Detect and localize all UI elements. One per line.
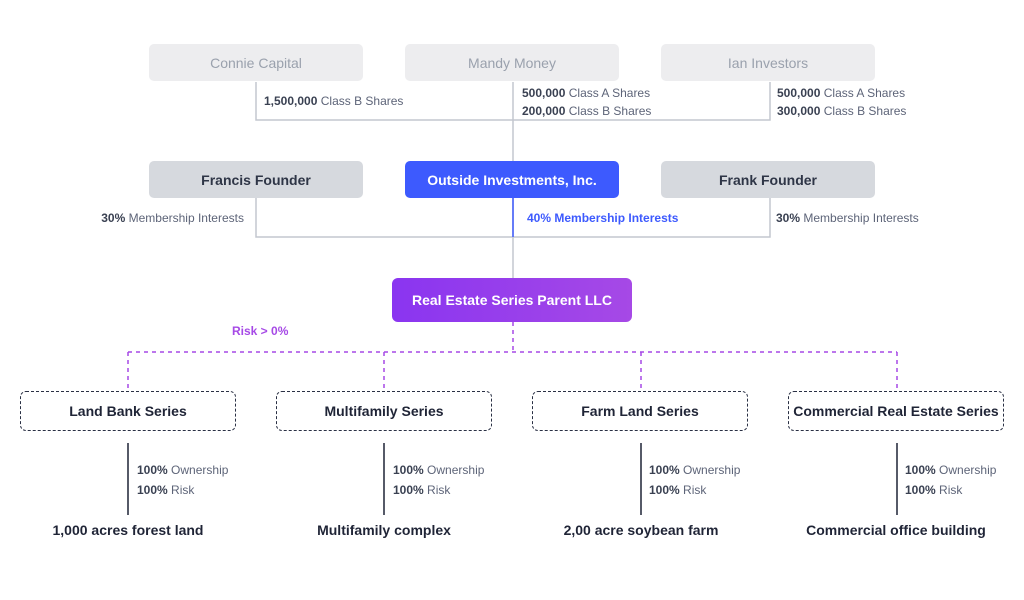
asset-multifamily: Multifamily complex: [317, 522, 451, 538]
series-stats-multifamily: 100% Ownership 100% Risk: [393, 463, 485, 497]
series-box-commercial: Commercial Real Estate Series: [788, 391, 1004, 431]
parent-llc-box: Real Estate Series Parent LLC: [392, 278, 632, 322]
connector-investors: [255, 82, 771, 162]
interest-frank: 30% Membership Interests: [776, 211, 919, 225]
series-name: Land Bank Series: [69, 403, 187, 419]
series-name: Commercial Real Estate Series: [793, 403, 999, 419]
series-name: Farm Land Series: [581, 403, 699, 419]
parent-llc-name: Real Estate Series Parent LLC: [412, 292, 612, 308]
series-stats-land-bank: 100% Ownership 100% Risk: [137, 463, 229, 497]
member-box-frank: Frank Founder: [661, 161, 875, 198]
holdings-mandy: 500,000 Class A Shares 200,000 Class B S…: [522, 86, 652, 118]
interest-francis: 30% Membership Interests: [101, 211, 244, 225]
series-box-multifamily: Multifamily Series: [276, 391, 492, 431]
asset-farm-land: 2,00 acre soybean farm: [563, 522, 719, 538]
series-stats-farm-land: 100% Ownership 100% Risk: [649, 463, 741, 497]
holdings-connie: 1,500,000 Class B Shares: [264, 94, 404, 108]
asset-land-bank: 1,000 acres forest land: [52, 522, 204, 538]
member-box-francis: Francis Founder: [149, 161, 363, 198]
member-name: Francis Founder: [201, 171, 311, 188]
series-box-land-bank: Land Bank Series: [20, 391, 236, 431]
investor-box-ian: Ian Investors: [661, 44, 875, 81]
investor-name: Connie Capital: [210, 54, 302, 71]
member-name: Outside Investments, Inc.: [427, 171, 597, 188]
series-box-farm-land: Farm Land Series: [532, 391, 748, 431]
investor-name: Ian Investors: [727, 54, 809, 71]
member-box-outside-investments: Outside Investments, Inc.: [405, 161, 619, 198]
interest-outside-investments: 40% Membership Interests: [527, 211, 679, 225]
member-name: Frank Founder: [718, 171, 817, 188]
investor-name: Mandy Money: [468, 54, 556, 71]
connector-parent-to-series: [127, 322, 898, 391]
series-name: Multifamily Series: [324, 403, 444, 419]
investor-box-connie: Connie Capital: [149, 44, 363, 81]
holdings-ian: 500,000 Class A Shares 300,000 Class B S…: [777, 86, 907, 118]
investor-box-mandy: Mandy Money: [405, 44, 619, 81]
asset-commercial: Commercial office building: [806, 522, 986, 538]
connector-series-to-assets: [127, 443, 898, 515]
series-stats-commercial: 100% Ownership 100% Risk: [905, 463, 997, 497]
parent-risk-label: Risk > 0%: [232, 324, 289, 338]
